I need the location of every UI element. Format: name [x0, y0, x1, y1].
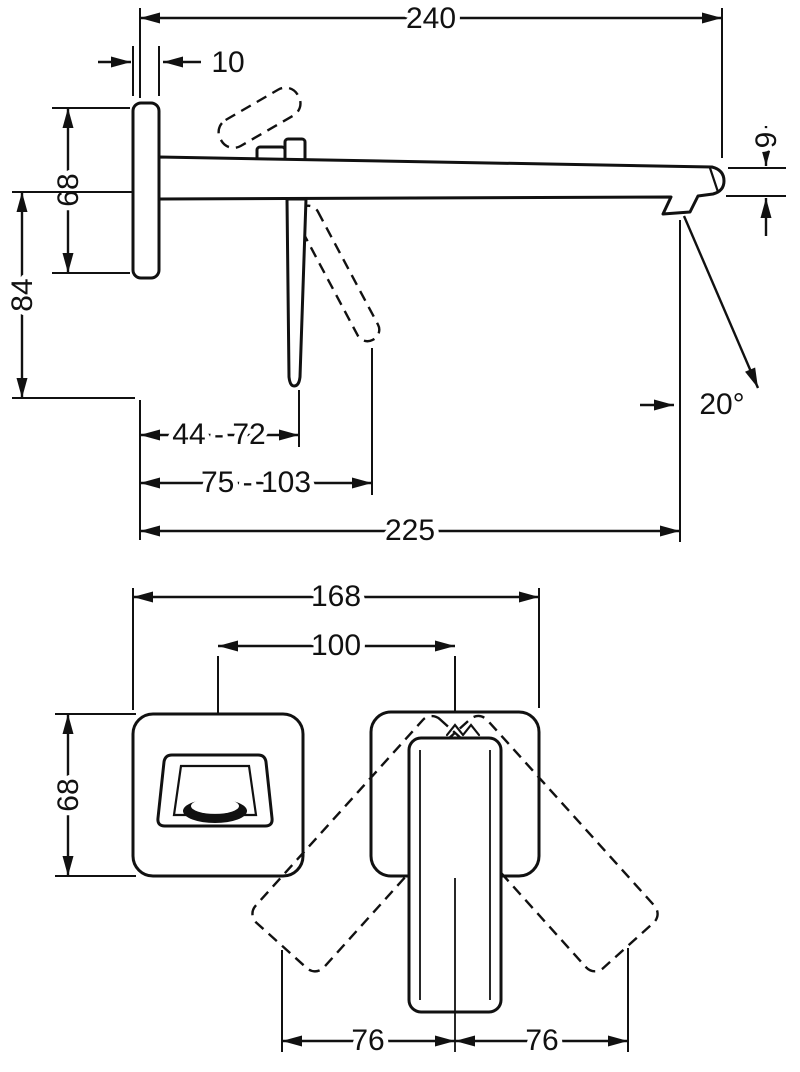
spout-escutcheon-front [131, 712, 305, 878]
brand-mark-icon [445, 723, 481, 737]
dim-label-center-distance: 100 [311, 629, 361, 662]
spout-front-inner [172, 764, 258, 817]
handle-closed-side [285, 197, 308, 388]
side-view: 240 10 68 84 9 [1, 0, 788, 552]
front-view: 168 100 6 [47, 575, 659, 1062]
dim-label-total-width: 168 [311, 580, 361, 613]
dim-label-spout-total: 240 [406, 2, 456, 35]
wall-plate-side [131, 101, 161, 280]
side-view-dimensions: 240 10 68 84 9 [1, 0, 788, 552]
spout-tip-edge [708, 166, 720, 194]
dim-label-tip-height: 9 [750, 132, 783, 149]
dim-label-swing-left: 76 [351, 1024, 384, 1057]
dim-label-swing-right: 76 [525, 1024, 558, 1057]
dim-label-handle-open: 75 - 103 [201, 466, 311, 499]
spout-body [157, 155, 726, 216]
dim-label-outlet-reach: 225 [385, 514, 435, 547]
stream-angle-line [682, 215, 760, 389]
spout-outlet-highlight [191, 798, 239, 814]
faucet-side-geometry [131, 86, 726, 388]
dim-label-front-plate-height: 68 [52, 778, 85, 811]
dim-label-handle-closed: 44 - 72 [172, 418, 265, 451]
dim-label-plate-height: 68 [52, 173, 85, 206]
handle-swung-left-dashed [251, 714, 496, 973]
lever-raised-dashed [217, 86, 302, 150]
dim-label-stream-angle: 20° [699, 388, 744, 421]
dim-label-overall-height: 84 [6, 278, 39, 311]
dim-label-plate-thickness: 10 [211, 46, 244, 79]
handle-escutcheon-front [251, 710, 659, 1014]
